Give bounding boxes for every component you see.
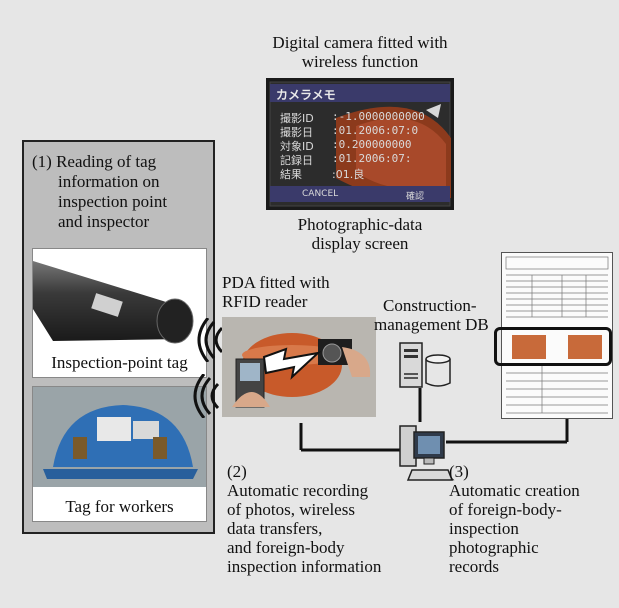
step3-line-4: inspection: [449, 519, 519, 538]
panel-heading-2: information on: [58, 172, 160, 191]
screen-row-1-value: :-1.0000000000: [332, 110, 425, 123]
pipe-image: [33, 261, 194, 344]
step3-line-6: records: [449, 557, 500, 576]
screen-row-3-value: :0.200000000: [332, 138, 412, 151]
panel-heading-4: and inspector: [58, 212, 150, 231]
screen-footer-left: CANCEL: [302, 189, 339, 199]
screen-row-4-label: 記録日: [280, 154, 313, 167]
step2-line-3: of photos, wireless: [227, 500, 355, 519]
screen-row-2-label: 撮影日: [280, 126, 313, 139]
screen-row-4-value: :01.2006:07:: [332, 152, 412, 165]
screen-row-3-label: 対象ID: [280, 140, 314, 153]
step2-line-5: and foreign-body: [227, 538, 345, 557]
db-label-1: Construction-: [383, 296, 477, 315]
screen-footer-right: 確認: [406, 192, 425, 202]
signal-waves-icon-2: [193, 374, 220, 418]
helmet-image: [33, 387, 206, 487]
step2-line-6: inspection information: [227, 557, 382, 576]
signal-waves-icon: [197, 318, 224, 362]
screen-row-5-label: 結果: [280, 168, 302, 181]
lightning-bolt-icon: [262, 347, 322, 380]
camera-title-2: wireless function: [301, 52, 419, 71]
camera-screen: カメラメモ 撮影ID :-1.0000000000 撮影日 :01.2006:0…: [266, 78, 454, 210]
pc-icon: [399, 425, 454, 481]
camera-screen-bg: [266, 78, 454, 210]
server-icon: [399, 342, 423, 388]
panel-heading-1: (1) Reading of tag: [32, 152, 157, 171]
step2-line-2: Automatic recording: [227, 481, 369, 500]
step3-line-2: Automatic creation: [449, 481, 580, 500]
worker-tag-card: Tag for workers: [32, 386, 207, 522]
database-icon: [425, 354, 451, 387]
form-lines: [502, 253, 612, 418]
step2-line-4: data transfers,: [227, 519, 323, 538]
step2-line-1: (2): [227, 462, 247, 481]
tag-reading-panel: (1) Reading of tag information on inspec…: [22, 140, 215, 534]
photo-highlight-box: [494, 327, 612, 366]
pda-label-1: PDA fitted with: [222, 273, 330, 292]
step3-line-3: of foreign-body-: [449, 500, 562, 519]
camera-caption-2: display screen: [311, 234, 409, 253]
screen-header: カメラメモ: [276, 88, 336, 102]
camera-title-1: Digital camera fitted with: [272, 33, 448, 52]
panel-heading-3: inspection point: [58, 192, 168, 211]
screen-row-2-value: :01.2006:07:0: [332, 124, 419, 137]
worker-tag-caption: Tag for workers: [65, 497, 174, 516]
inspection-point-tag-caption: Inspection-point tag: [51, 353, 188, 372]
screen-row-1-label: 撮影ID: [280, 112, 314, 125]
camera-caption-1: Photographic-data: [297, 215, 423, 234]
inspection-record-form: [501, 252, 613, 419]
inspection-point-tag-card: Inspection-point tag: [32, 248, 207, 378]
step3-line-5: photographic: [449, 538, 539, 557]
pda-label-2: RFID reader: [222, 292, 308, 311]
screen-row-5-value: :01.良: [332, 168, 365, 181]
step3-line-1: (3): [449, 462, 469, 481]
db-label-2: management DB: [374, 315, 489, 334]
